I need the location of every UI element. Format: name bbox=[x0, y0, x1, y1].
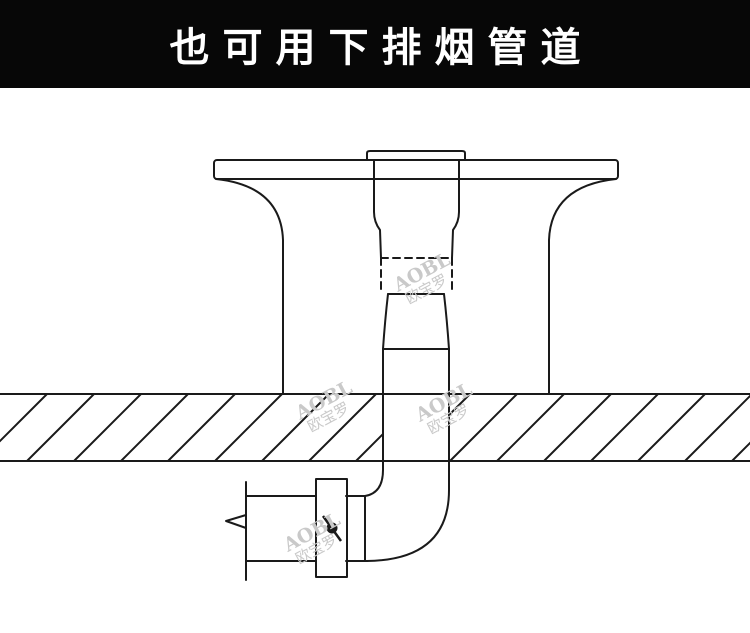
hood-skirt-left bbox=[215, 178, 284, 395]
title-bar: 也可用下排烟管道 bbox=[0, 0, 750, 88]
duct-taper-left bbox=[382, 293, 389, 350]
wall-break-symbol bbox=[225, 514, 247, 529]
damper-pivot bbox=[326, 522, 338, 534]
ceiling-slab bbox=[0, 393, 750, 462]
watermark-2: AOBL 欧宝罗 bbox=[291, 376, 356, 435]
hood-top-plate bbox=[213, 159, 619, 180]
check-valve bbox=[315, 478, 348, 578]
duct-taper-right bbox=[443, 293, 450, 350]
duct-upper-left bbox=[373, 178, 382, 259]
exhaust-pipe-diagram: AOBL 欧宝罗 AOBL 欧宝罗 AOBL 欧宝罗 AOBL 欧宝罗 bbox=[0, 150, 750, 581]
pipe-elbow-inner bbox=[364, 461, 384, 497]
hood-outlet-collar bbox=[366, 150, 466, 161]
page-title: 也可用下排烟管道 bbox=[169, 25, 594, 71]
duct-dashed-joint bbox=[380, 257, 453, 295]
watermark-1: AOBL 欧宝罗 bbox=[389, 248, 454, 307]
hood-skirt-right bbox=[548, 178, 617, 395]
pipe-elbow-outer bbox=[366, 461, 450, 562]
duct-upper-right bbox=[451, 178, 460, 259]
